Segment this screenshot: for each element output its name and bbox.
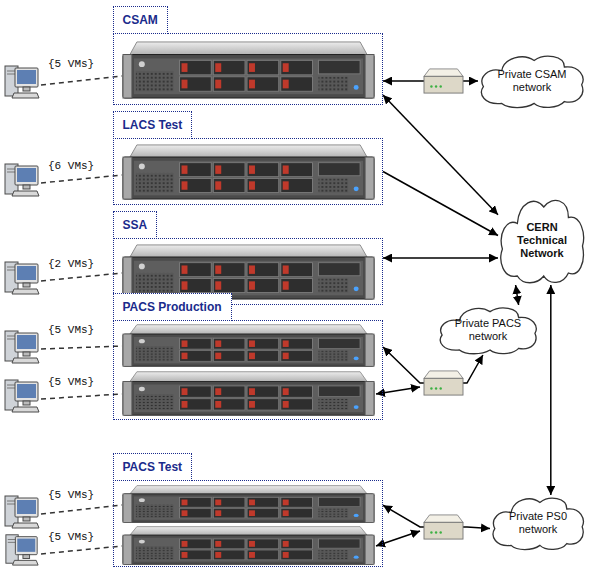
network-name: Private PS0 network bbox=[503, 510, 573, 536]
cloud-outline-path bbox=[440, 308, 536, 354]
cloud-text-block: Private PS0 network bbox=[503, 510, 573, 536]
client-pc bbox=[5, 66, 39, 98]
network-link bbox=[550, 285, 552, 495]
vm-count-label: {5 VMs} bbox=[48, 531, 94, 544]
network-switch bbox=[424, 371, 463, 395]
vm-count-label: {5 VMs} bbox=[48, 324, 94, 337]
vm-count-label: {5 VMs} bbox=[48, 489, 94, 502]
group-box: CSAM bbox=[113, 33, 383, 105]
rack-server bbox=[123, 245, 374, 299]
rack-server bbox=[123, 145, 374, 199]
group-title: LACS Test bbox=[123, 118, 183, 132]
rack-server bbox=[123, 527, 374, 565]
network-cloud: Private PACS network bbox=[437, 305, 539, 355]
cloud-outline-path bbox=[493, 498, 583, 549]
vm-link bbox=[41, 505, 122, 514]
vm-count-label: {6 VMs} bbox=[48, 160, 94, 173]
network-link bbox=[383, 95, 498, 215]
group-title: SSA bbox=[123, 218, 148, 232]
vm-count-label: {5 VMs} bbox=[48, 58, 94, 71]
cloud-text-block: Private CSAM network bbox=[492, 68, 572, 94]
group-title-tab: LACS Test bbox=[113, 111, 193, 139]
rack-server bbox=[123, 486, 374, 523]
vm-link bbox=[41, 76, 122, 85]
group-box: LACS Test bbox=[113, 138, 383, 205]
group-title-tab: CSAM bbox=[113, 6, 168, 34]
cloud-outline-path bbox=[501, 200, 584, 282]
network-cloud: Private CSAM network bbox=[478, 53, 586, 109]
network-link bbox=[383, 257, 498, 259]
network-cloud: Private PS0 network bbox=[490, 495, 586, 551]
network-link bbox=[516, 285, 519, 305]
client-icons bbox=[5, 66, 39, 565]
network-switch bbox=[424, 69, 463, 93]
group-title: CSAM bbox=[123, 13, 158, 27]
network-name: Private CSAM network bbox=[492, 68, 572, 94]
network-link bbox=[383, 172, 498, 236]
client-pc bbox=[5, 496, 39, 528]
group-box: PACS Production bbox=[113, 320, 383, 420]
group-title-tab: PACS Production bbox=[113, 293, 232, 321]
group-title: PACS Test bbox=[123, 460, 183, 474]
rack-server bbox=[123, 42, 374, 98]
vm-link bbox=[41, 394, 122, 399]
group-title-tab: PACS Test bbox=[113, 453, 193, 481]
client-pc bbox=[5, 164, 39, 196]
vm-link bbox=[41, 273, 122, 281]
client-pc bbox=[5, 380, 39, 412]
cloud-text-block: Private PACS network bbox=[450, 317, 526, 343]
cloud-text-block: CERN Technical Network bbox=[511, 221, 573, 260]
client-pc bbox=[5, 262, 39, 294]
network-name: CERN Technical Network bbox=[511, 221, 573, 260]
group-title: PACS Production bbox=[123, 300, 222, 314]
vm-link bbox=[41, 175, 122, 183]
cloud-outline-path bbox=[482, 56, 583, 107]
client-pc bbox=[6, 535, 38, 565]
vm-count-label: {2 VMs} bbox=[48, 258, 94, 271]
group-box: PACS Test bbox=[113, 480, 383, 567]
vm-count-label: {5 VMs} bbox=[48, 376, 94, 389]
vm-dashed-links bbox=[41, 76, 122, 554]
group-title-tab: SSA bbox=[113, 211, 158, 239]
rack-server bbox=[123, 372, 374, 416]
network-switch bbox=[424, 515, 463, 539]
rack-server bbox=[123, 325, 374, 367]
client-pc bbox=[5, 331, 39, 363]
vm-link bbox=[41, 546, 122, 554]
vm-link bbox=[41, 346, 122, 349]
server-icons bbox=[123, 42, 374, 564]
network-cloud: CERN Technical Network bbox=[498, 195, 586, 285]
network-name: Private PACS network bbox=[450, 317, 526, 343]
